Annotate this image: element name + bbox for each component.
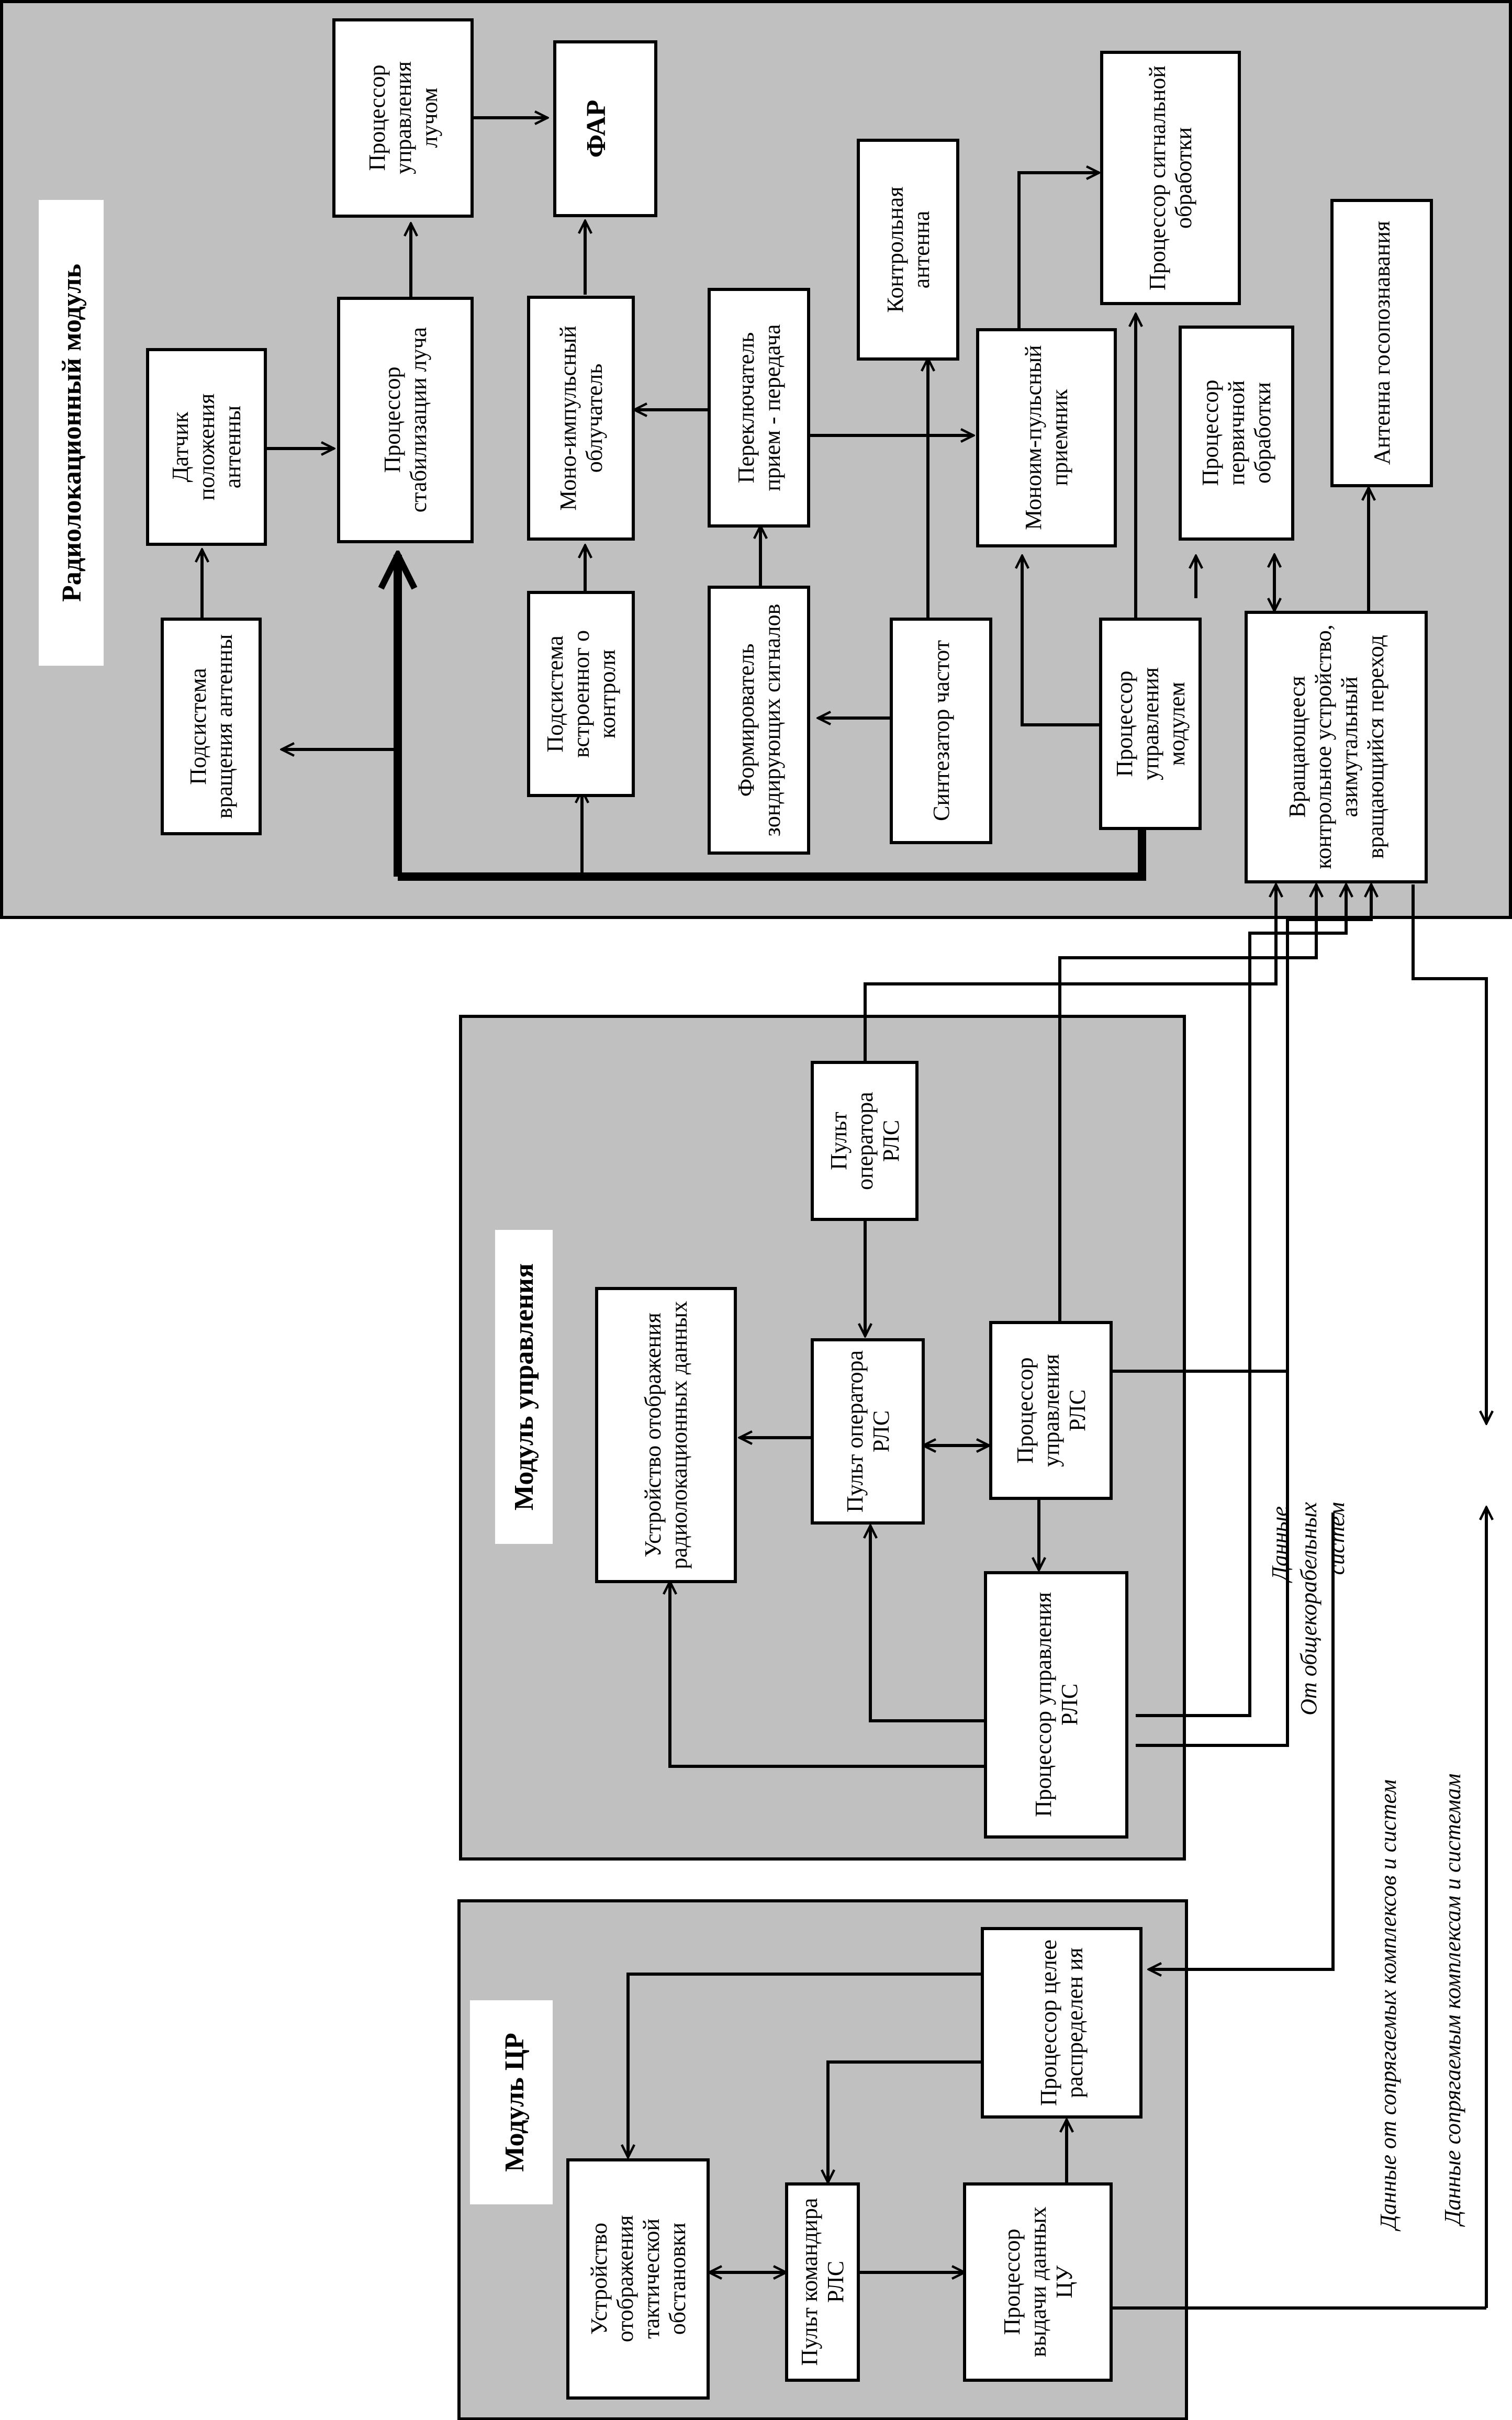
antenna-rotation-subsystem: Подсистемавращения антенны [161, 618, 262, 835]
antenna-position-sensor: Датчикположенияантенны [146, 348, 267, 546]
svg-text:Процессор сигнальнойобработки: Процессор сигнальнойобработки [1145, 65, 1196, 290]
module-control-processor: Процессоруправлениямодулем [1099, 618, 1202, 830]
phased-array-antenna: ФАР [553, 40, 657, 217]
svg-text:Данные: Данные [1267, 1506, 1293, 1583]
control-module-title: Модуль управления [495, 1230, 553, 1544]
iff-antenna: Антенна госопознавания [1330, 199, 1433, 487]
svg-text:Контрольнаяантенна: Контрольнаяантенна [882, 186, 934, 312]
radar-control-processor-bottom: Процессор управленияРЛС [984, 1571, 1128, 1839]
svg-text:Моно-импульсныйоблучатель: Моно-импульсныйоблучатель [555, 326, 607, 510]
svg-text:Радиолокационный модуль: Радиолокационный модуль [57, 264, 87, 602]
beam-stabilization-processor: Процессорстабилизации луча [337, 297, 474, 543]
built-in-test-subsystem: Подсистемавстроенног оконтроля [527, 591, 635, 797]
svg-text:систем: систем [1324, 1502, 1349, 1575]
cu-data-output-processor: Процессорвыдачи данныхЦУ [963, 2182, 1113, 2382]
commander-console: Пульт командираРЛС [785, 2182, 860, 2382]
target-distribution-processor: Процессор целеераспределен ия [981, 1927, 1143, 2119]
svg-text:ПроцессоруправленияРЛС: ПроцессоруправленияРЛС [1012, 1354, 1090, 1467]
svg-text:Устройствоотображениятактическ: Устройствоотображениятактическойобстанов… [586, 2215, 690, 2343]
operator-console-mid: Пульт оператораРЛС [811, 1338, 925, 1525]
svg-text:Процессорпервичнойобработки: Процессорпервичнойобработки [1197, 379, 1275, 486]
svg-text:Подсистемавращения антенны: Подсистемавращения антенны [185, 634, 237, 819]
probe-signal-generator: Формировательзондирующих сигналов [708, 586, 810, 855]
monopulse-receiver: Моноим-пульсныйприемник [976, 328, 1117, 547]
svg-text:Модуль ЦР: Модуль ЦР [500, 2033, 530, 2172]
svg-text:От общекорабельных: От общекорабельных [1296, 1502, 1321, 1716]
svg-text:Процессорстабилизации луча: Процессорстабилизации луча [379, 327, 431, 512]
svg-text:Устройство отображениярадиолок: Устройство отображениярадиолокационных д… [640, 1301, 692, 1569]
svg-text:Данные от сопрягаемых комплекс: Данные от сопрягаемых комплексов и систе… [1375, 1779, 1401, 2232]
svg-text:Переключательприем - передача: Переключательприем - передача [733, 324, 785, 491]
beam-control-processor: Процессоруправлениялучом [332, 18, 474, 218]
svg-text:Синтезатор частот: Синтезатор частот [928, 640, 954, 821]
svg-text:Формировательзондирующих сигна: Формировательзондирующих сигналов [733, 604, 785, 837]
radar-module-title: Радиолокационный модуль [39, 200, 104, 666]
tactical-situation-display: Устройствоотображениятактическойобстанов… [566, 2158, 710, 2400]
frequency-synthesizer: Синтезатор частот [890, 618, 992, 844]
svg-text:Подсистемавстроенног оконтроля: Подсистемавстроенног оконтроля [542, 630, 620, 758]
svg-text:Данные сопрягаемым комплексам: Данные сопрягаемым комплексам и системам [1440, 1774, 1465, 2227]
svg-text:Модуль управления: Модуль управления [509, 1263, 539, 1510]
svg-text:Процессор управленияРЛС: Процессор управленияРЛС [1031, 1592, 1082, 1817]
svg-text:Процессоруправлениямодулем: Процессоруправлениямодулем [1112, 667, 1190, 780]
tr-switch: Переключательприем - передача [708, 288, 810, 528]
edge-labels: Данные От общекорабельных систем Данные … [1267, 1502, 1465, 2232]
cr-module-title: Модуль ЦР [470, 2000, 553, 2204]
svg-text:Процессорвыдачи данныхЦУ: Процессорвыдачи данныхЦУ [999, 2206, 1077, 2357]
svg-text:Процессор целеераспределен ия: Процессор целеераспределен ия [1036, 1940, 1088, 2106]
svg-text:ФАР: ФАР [581, 100, 611, 158]
primary-processor: Процессорпервичнойобработки [1179, 326, 1294, 541]
svg-text:Моноим-пульсныйприемник: Моноим-пульсныйприемник [1021, 345, 1072, 530]
rotary-joint-device: Вращающеесяконтрольное устройство,азимут… [1245, 611, 1428, 883]
svg-text:Пульт командираРЛС: Пульт командираРЛС [797, 2198, 848, 2366]
radar-control-processor-top: ПроцессоруправленияРЛС [989, 1321, 1113, 1500]
operator-console-top: ПультоператораРЛС [811, 1061, 919, 1221]
svg-text:ПультоператораРЛС: ПультоператораРЛС [826, 1092, 904, 1190]
signal-processor: Процессор сигнальнойобработки [1100, 51, 1241, 305]
svg-text:Процессоруправлениялучом: Процессоруправлениялучом [364, 61, 442, 174]
control-connections [670, 1219, 1039, 1768]
svg-text:Антенна госопознавания: Антенна госопознавания [1369, 221, 1395, 465]
control-antenna: Контрольнаяантенна [857, 139, 959, 361]
cr-connections [628, 1973, 1486, 2310]
monopulse-feed: Моно-импульсныйоблучатель [527, 296, 635, 541]
svg-text:Пульт оператораРЛС: Пульт оператораРЛС [842, 1350, 894, 1512]
radar-connections [202, 118, 1369, 881]
svg-text:Датчикположенияантенны: Датчикположенияантенны [167, 394, 245, 501]
radar-data-display: Устройство отображениярадиолокационных д… [595, 1287, 737, 1583]
intermodule-connections [864, 884, 1486, 2308]
svg-text:Вращающеесяконтрольное устройс: Вращающеесяконтрольное устройство,азимут… [1284, 624, 1388, 869]
